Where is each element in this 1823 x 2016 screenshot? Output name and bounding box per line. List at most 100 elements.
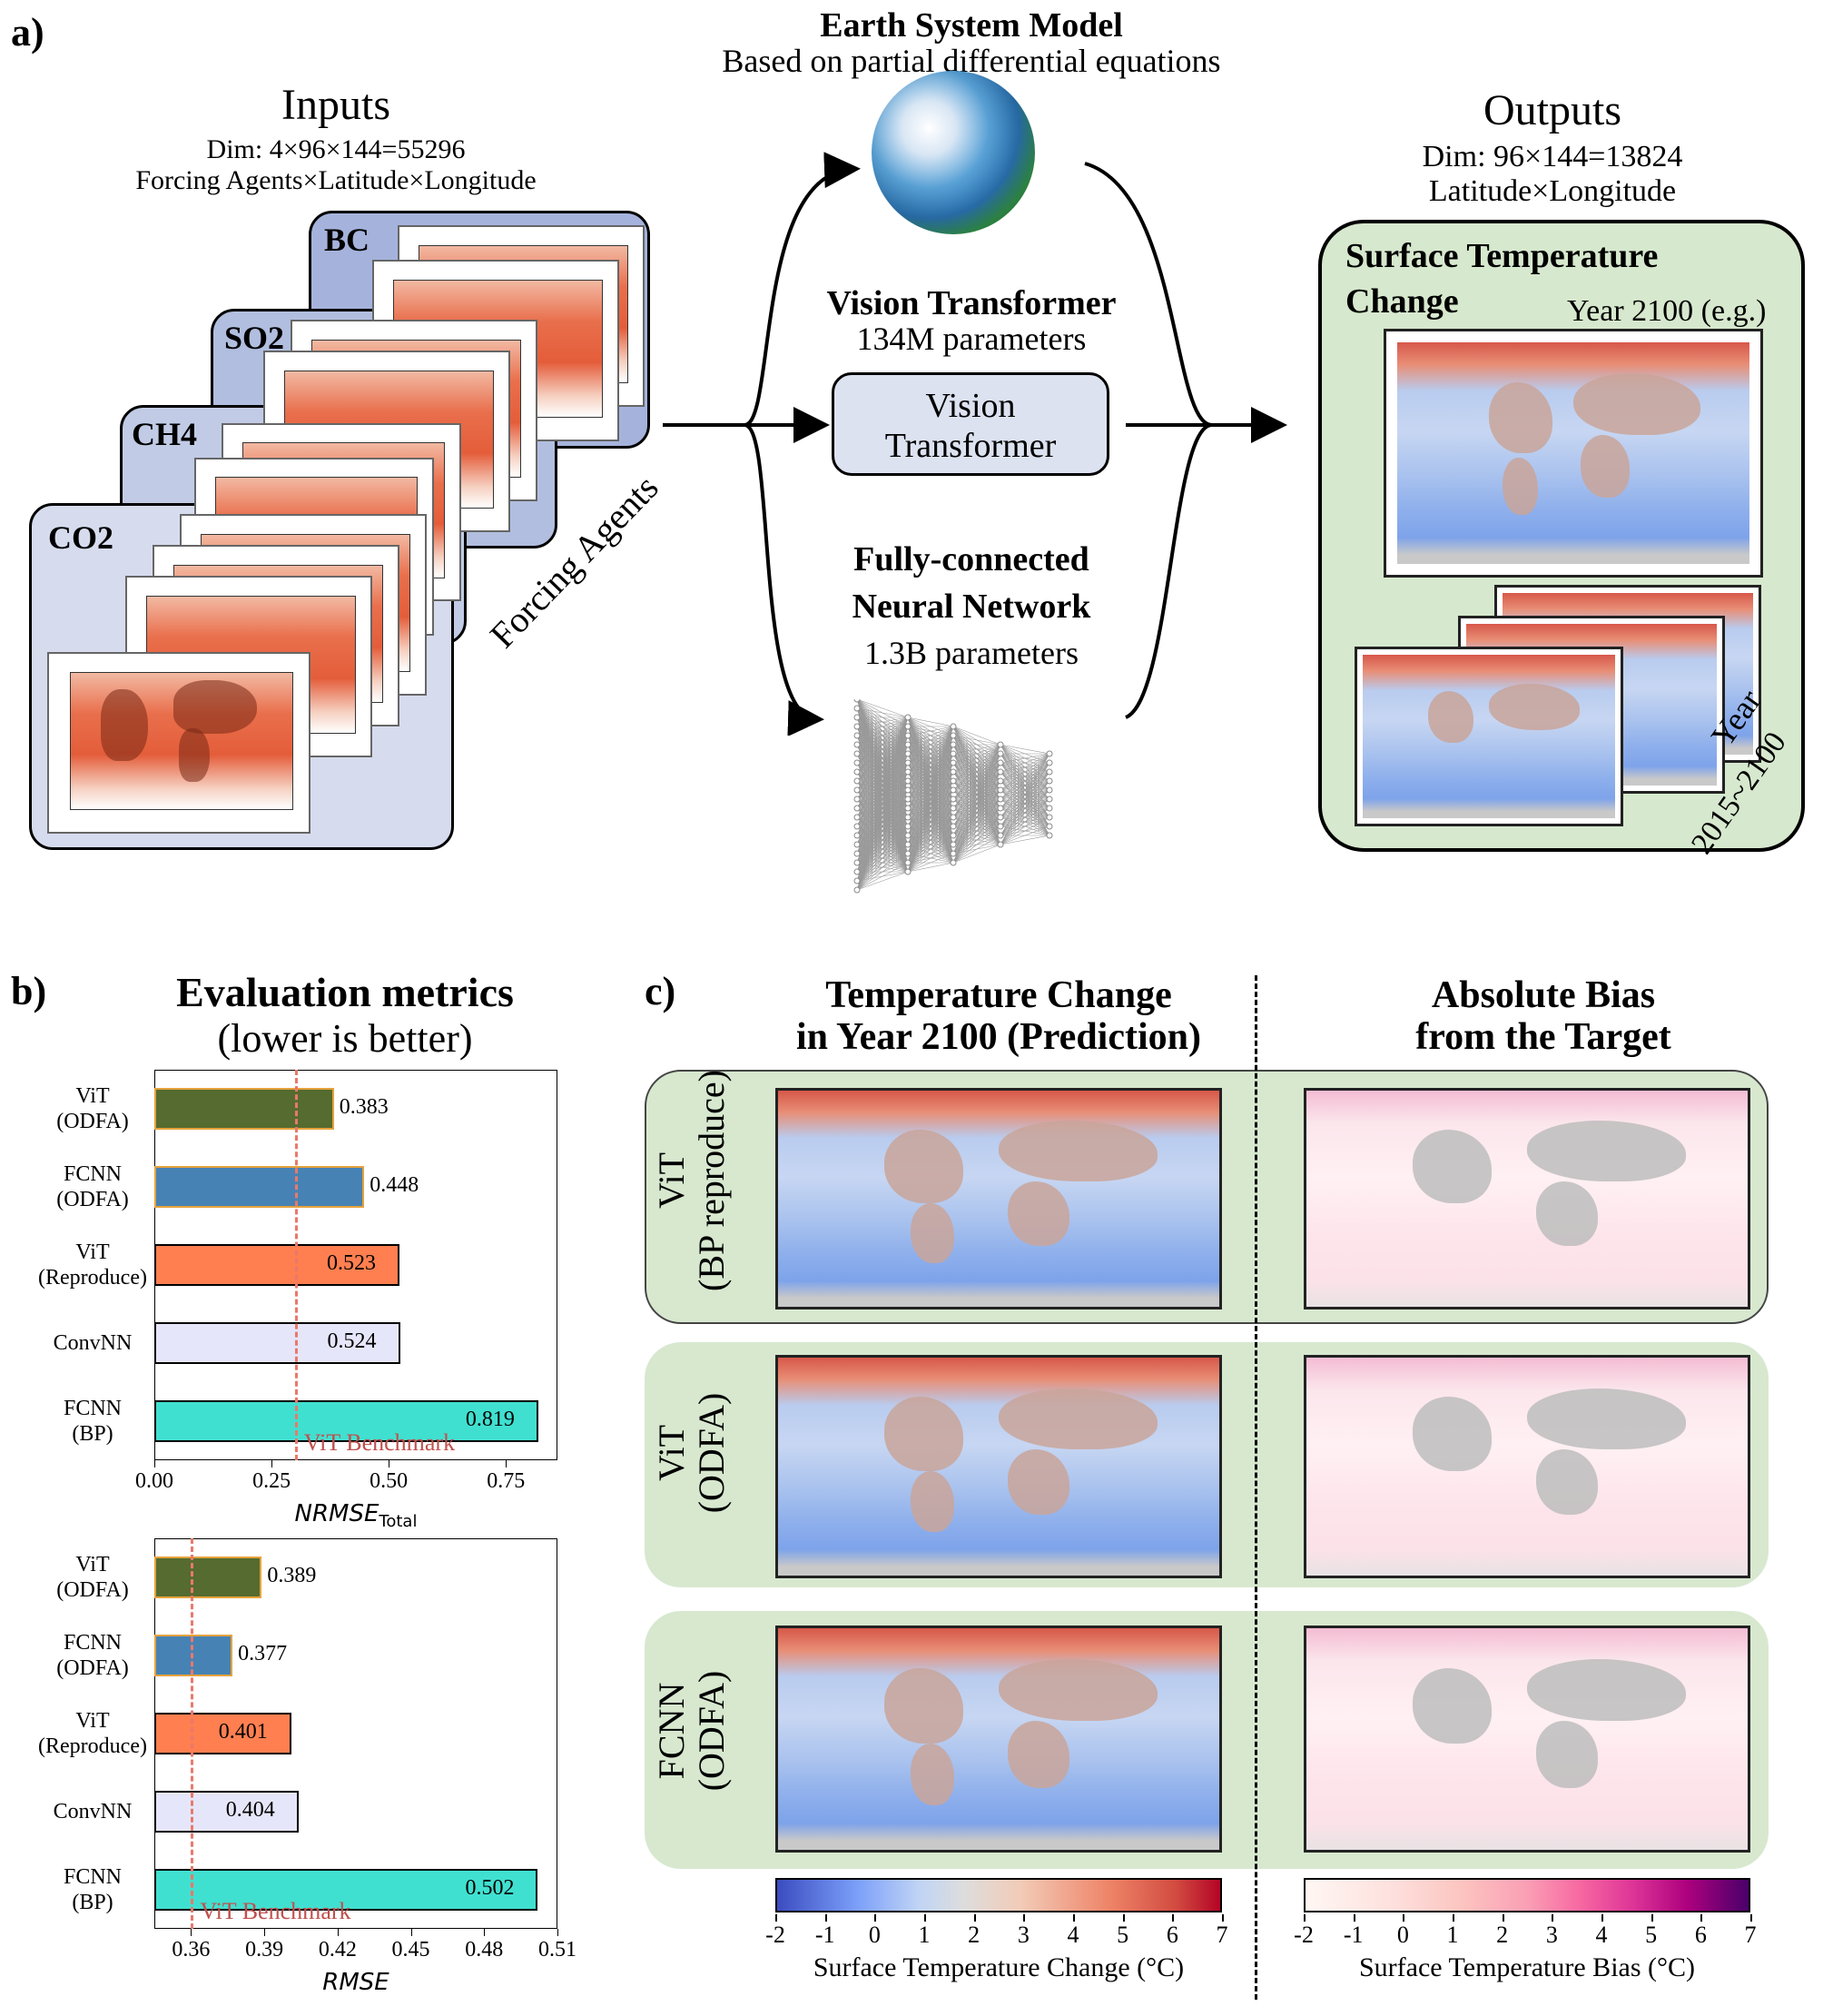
bar [154,1244,399,1286]
nn-node [853,796,861,803]
x-tick-mark [410,1929,412,1936]
colorbar-tick-mark [1552,1914,1554,1922]
colorbar-tick-mark [824,1914,827,1922]
bar [154,1166,365,1208]
nn-node [1046,759,1053,766]
pred-map-fcnn-odfa [775,1626,1222,1853]
nn-node [950,777,957,785]
colorbar-tick-label: 6 [1166,1922,1178,1948]
bar-value-label: 0.404 [225,1798,275,1822]
bar-category-label: FCNN(BP) [63,1397,123,1446]
nn-node [997,750,1004,757]
colorbar-tick-label: 4 [1595,1922,1608,1948]
panel-a-letter: a) [11,10,44,54]
nn-node [997,832,1004,839]
x-tick-mark [264,1929,266,1936]
co2-map-front [47,652,310,834]
x-tick-mark [557,1929,558,1936]
colorbar-tick-mark [1700,1914,1703,1922]
vit-box-line2: Transformer [884,427,1057,465]
bar [154,1869,538,1911]
x-tick-label: 0.00 [135,1469,173,1493]
colorbar-bias-label: Surface Temperature Bias (°C) [1358,1952,1696,1982]
x-tick-label: 0.42 [318,1938,357,1962]
bar-value-label: 0.377 [238,1642,288,1665]
fcnn-params: 1.3B parameters [864,635,1079,671]
nn-node [853,841,861,848]
nn-node [997,796,1004,803]
bar-value-label: 0.524 [327,1329,377,1353]
colorbar-tick-label: 7 [1216,1922,1228,1948]
nn-node [997,741,1004,748]
panel-b-letter: b) [11,969,47,1013]
nn-node [853,741,861,748]
bar-value-label: 0.523 [327,1251,376,1275]
bar-category-label: FCNN(ODFA) [56,1631,129,1680]
colorbar-tick-label: 3 [1017,1922,1030,1948]
nn-node [950,796,957,803]
nn-node [853,868,861,875]
year-eg: Year 2100 (e.g.) [1567,294,1767,328]
colorbar-tick-label: 1 [918,1922,931,1948]
stc-line1: Surface Temperature [1345,237,1659,275]
vit-box: Vision Transformer [832,372,1109,476]
nn-node [997,814,1004,821]
nn-node [950,732,957,739]
nn-node [1046,777,1053,785]
colorbar-tick-mark [973,1914,976,1922]
x-tick-mark [271,1460,273,1468]
colorbar-tick-mark [924,1914,926,1922]
bias-map-vit-bp [1304,1088,1750,1309]
outputs-dim: Dim: 96×144=13824 [1422,140,1683,173]
nn-node [997,759,1004,766]
x-tick-label: 0.45 [391,1938,430,1962]
vit-box-line1: Vision [925,387,1016,425]
nn-node [904,841,912,848]
colorbar-tick-label: -2 [1294,1922,1314,1948]
x-axis-label: RMSE [322,1969,389,1996]
row-label-3-line1: FCNN [651,1682,692,1780]
nn-node [853,805,861,812]
colorbar-tick-mark [1222,1914,1224,1922]
nn-node [904,786,912,794]
nn-node [904,859,912,866]
neural-network-icon [853,699,1053,894]
colorbar-tick-mark [1651,1914,1653,1922]
x-tick-label: 0.51 [538,1938,576,1962]
nn-node [950,723,957,730]
colorbar-tick-label: 2 [1496,1922,1509,1948]
nn-node [950,750,957,757]
nn-node [904,814,912,821]
nn-node [904,850,912,857]
row-label-2: ViT (ODFA) [651,1317,732,1589]
colorbar-tick-mark [1601,1914,1603,1922]
col2-title-line1: Absolute Bias [1431,974,1656,1016]
vit-params: 134M parameters [856,321,1087,357]
inputs-desc: Forcing Agents×Latitude×Longitude [135,165,537,195]
bar-category-label: ConvNN [53,1800,133,1823]
row-label-2-line2: (ODFA) [691,1392,732,1514]
colorbar-tick-label: 2 [968,1922,980,1948]
nn-node [997,823,1004,830]
nn-node [950,823,957,830]
nn-node [904,777,912,785]
nn-node [1046,786,1053,794]
nn-node [1046,832,1053,839]
colorbar-tick-mark [874,1914,877,1922]
column-divider [1255,975,1257,2000]
outputs-desc: Latitude×Longitude [1428,174,1677,208]
nn-node [853,732,861,739]
nn-node [950,841,957,848]
nn-node [950,741,957,748]
panel-c-letter: c) [645,969,676,1013]
nn-node [904,741,912,748]
bar-value-label: 0.389 [267,1564,317,1587]
colorbar-tick-label: 7 [1744,1922,1757,1948]
colorbar-tick-label: 0 [868,1922,881,1948]
colorbar-tick-label: 5 [1645,1922,1658,1948]
nn-node [904,714,912,721]
nn-node [950,832,957,839]
nn-node [950,850,957,857]
fcnn-title-line2: Neural Network [852,588,1091,626]
nn-node [904,750,912,757]
